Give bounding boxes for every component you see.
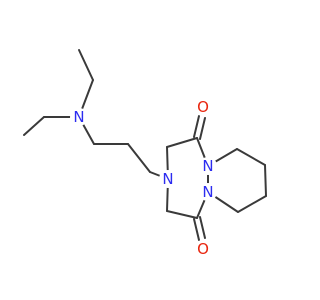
atom-n-bridge-top: N: [199, 157, 217, 175]
bond: [127, 143, 151, 173]
atom-n-amine: N: [70, 108, 88, 126]
molecule-diagram: N N N N O O: [23, 49, 267, 258]
atom-o-bottom: O: [194, 240, 212, 258]
carbonyl-bond-top: [199, 117, 206, 140]
atom-label: N: [162, 170, 173, 188]
atom-labels: N N N N O O: [70, 98, 217, 258]
atom-label: N: [202, 157, 213, 175]
bond: [166, 210, 198, 219]
bond: [78, 49, 94, 81]
bond: [264, 164, 267, 197]
atom-n-bridge-bottom: N: [199, 183, 217, 201]
carbonyl-bond-bottom: [199, 216, 206, 239]
structure-canvas: N N N N O O: [23, 49, 267, 258]
bond: [237, 195, 267, 213]
atom-label: O: [197, 98, 209, 116]
carbonyl-bond-bottom: [193, 218, 200, 241]
atom-label: O: [197, 240, 209, 258]
atom-label: N: [202, 183, 213, 201]
bond: [166, 137, 198, 148]
atom-o-top: O: [194, 98, 212, 116]
atom-n-ring: N: [159, 170, 177, 188]
bond-lines: [23, 49, 267, 219]
bond: [236, 148, 266, 166]
bond: [23, 116, 45, 136]
double-bonds: [193, 115, 206, 241]
carbonyl-bond-top: [193, 115, 200, 138]
atom-label: N: [73, 108, 84, 126]
